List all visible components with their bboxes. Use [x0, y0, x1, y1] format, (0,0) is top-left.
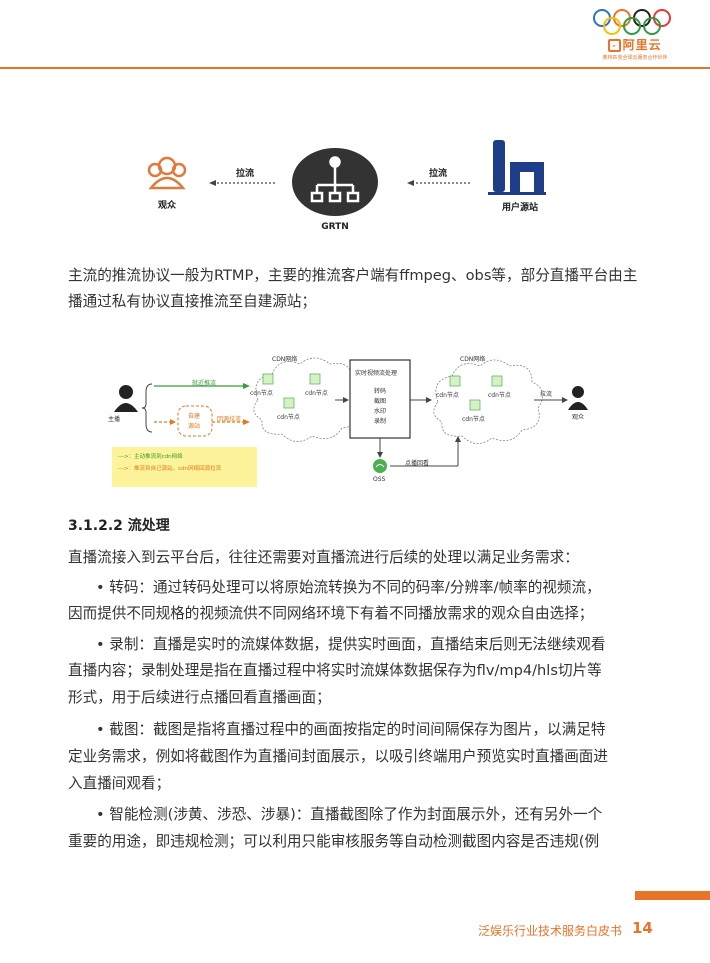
legend-item-orange: --->：推流到自己源站，cdn网络回源拉流	[118, 466, 222, 472]
pull-label-left: 拉流	[235, 169, 254, 179]
cdn-node-label: cdn节点	[436, 392, 459, 399]
cdn-cloud-right	[433, 359, 544, 444]
cdn-node-label: cdn节点	[462, 416, 485, 423]
oss-icon	[373, 459, 387, 473]
bullet-record-cont-2: 形式，用于后续进行点播回看直播画面；	[68, 689, 331, 706]
process-item-snapshot: 截图	[374, 398, 387, 405]
cdn-flow-diagram: 主播 就近推流 自建 源站 回源拉流 CDN网络 cdn节点 cdn节点 cdn…	[100, 340, 640, 490]
own-source-label: 自建	[188, 413, 201, 420]
bullet-snapshot-cont: 定业务需求，例如将截图作为直播间封面展示，以吸引终端用户预览实时直播画面进	[68, 748, 608, 765]
processing-box	[349, 359, 411, 439]
bullet-transcode: • 转码：通过转码处理可以将原始流转换为不同的码率/分辨率/帧率的视频流，	[96, 579, 601, 596]
grtn-diagram: 观众 拉流 GRTN 拉流 用户源站	[0, 130, 710, 250]
push-nearby-label: 就近推流	[192, 380, 217, 387]
brand-tagline: 奥林匹克全球云服务合作伙伴	[602, 55, 668, 61]
cdn-network-label-right: CDN网络	[460, 356, 486, 363]
bullet-snapshot: • 截图：截图是指将直播过程中的画面按指定的时间间隔保存为图片，以满足特	[96, 721, 606, 738]
bullet-record-cont: 直播内容；录制处理是指在直播过程中将实时流媒体数据保存为flv/mp4/hls切…	[68, 662, 602, 679]
process-item-transcode: 转码	[374, 388, 387, 395]
anchor-label: 主播	[108, 416, 121, 423]
footer-title: 泛娱乐行业技术服务白皮书	[478, 924, 623, 938]
source-label: 用户源站	[501, 203, 538, 213]
section-intro: 直播流接入到云平台后，往往还需要对直播流进行后续的处理以满足业务需求：	[68, 549, 579, 566]
paragraph-push-protocol: 主流的推流协议一般为RTMP，主要的推流客户端有ffmpeg、obs等，部分直播…	[68, 267, 638, 310]
section-heading: 3.1.2.2 流处理	[68, 518, 170, 534]
anchor-icon	[114, 385, 138, 412]
bullet-transcode-cont: 因而提供不同规格的视频流供不同网络环境下有着不同播放需求的观众自由选择；	[68, 605, 594, 622]
own-source-label-2: 源站	[188, 423, 201, 430]
cdn-node-label: cdn节点	[305, 390, 328, 397]
own-source-box	[177, 405, 213, 437]
process-item-record: 录制	[374, 418, 387, 425]
bullet-record: • 录制：直播是实时的流媒体数据，提供实时画面，直播结束后则无法继续观看	[96, 636, 606, 653]
cdn-node-label: cdn节点	[277, 414, 300, 421]
olympic-rings-icon	[593, 9, 671, 35]
vod-back-label: 点播回看	[405, 460, 430, 467]
cdn-network-label-left: CDN网络	[272, 356, 298, 363]
olympic-aliyun-logo: -阿里云 奥林匹克全球云服务合作伙伴	[580, 6, 690, 66]
pull-label-right: 拉流	[428, 169, 447, 179]
audience-label: 观众	[157, 201, 176, 211]
audience-label-2: 观众	[572, 414, 585, 421]
page-number: 14	[632, 919, 653, 937]
cdn-node-label: cdn节点	[488, 392, 511, 399]
aliyun-bracket-icon: -	[608, 39, 621, 52]
brand-name: -阿里云	[580, 36, 690, 53]
audience-icon	[147, 156, 187, 190]
source-station-icon	[488, 140, 546, 195]
bullet-detection: • 智能检测(涉黄、涉恐、涉暴)：直播截图除了作为封面展示外，还有另外一个	[96, 806, 603, 823]
audience-icon-2	[568, 386, 588, 410]
process-title: 实时视频流处理	[355, 370, 398, 377]
pull-label: 拉流	[540, 391, 553, 398]
footer-accent-bar	[635, 891, 710, 900]
grtn-label: GRTN	[321, 222, 349, 232]
cdn-node-label: cdn节点	[250, 390, 273, 397]
header-divider	[0, 67, 710, 69]
legend-item-green: --->：主动推流到cdn网络	[118, 454, 183, 460]
network-tree-icon	[310, 156, 360, 203]
bullet-snapshot-cont-2: 入直播间观看；	[68, 775, 171, 792]
back-pull-label: 回源拉流	[217, 416, 242, 423]
oss-label: OSS	[373, 476, 386, 483]
process-item-watermark: 水印	[374, 408, 387, 415]
diagram-legend: --->：主动推流到cdn网络 --->：推流到自己源站，cdn网络回源拉流	[112, 447, 257, 487]
bullet-detection-cont: 重要的用途，即违规检测；可以利用只能审核服务等自动检测截图内容是否违规(例	[68, 833, 600, 850]
